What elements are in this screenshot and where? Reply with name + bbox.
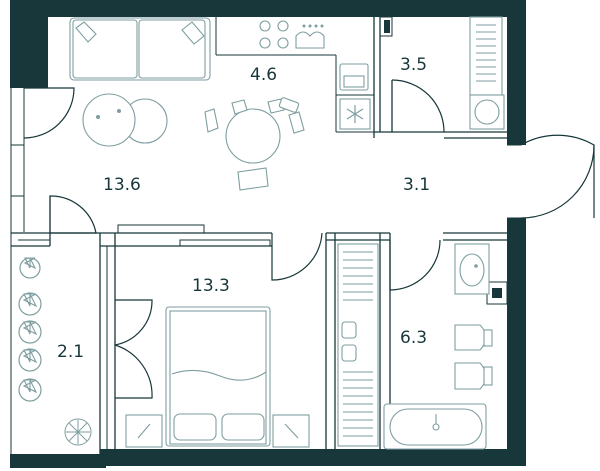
sofa	[69, 17, 211, 81]
stove	[259, 20, 289, 49]
oven	[339, 63, 369, 91]
wardrobe	[337, 243, 379, 447]
doors	[23, 16, 595, 399]
nightstands	[125, 414, 310, 448]
washing-machine	[469, 94, 505, 130]
kitchen-sink	[295, 24, 325, 49]
room-area-kitchen: 4.6	[250, 65, 277, 85]
fridge-snowflake-icon	[339, 98, 371, 130]
wc-radiator	[469, 16, 503, 96]
room-area-living: 13.6	[103, 175, 141, 195]
toilet	[454, 362, 493, 390]
bed	[165, 306, 271, 447]
room-area-balcony: 2.1	[57, 342, 84, 362]
room-area-bathroom: 6.3	[400, 328, 427, 348]
exterior-walls	[10, 0, 526, 468]
bathroom-sink	[454, 243, 490, 295]
room-area-wc: 3.5	[400, 55, 427, 75]
room-area-bedroom: 13.3	[192, 276, 230, 296]
bidet	[454, 324, 493, 351]
room-area-hall: 3.1	[403, 175, 430, 195]
bathtub	[383, 403, 487, 450]
balcony-plants	[18, 257, 92, 446]
dining-set	[204, 97, 305, 191]
area-labels: 13.6 4.6 3.5 3.1 13.3 2.1 6.3	[57, 55, 430, 362]
round-side-tables	[82, 93, 168, 147]
